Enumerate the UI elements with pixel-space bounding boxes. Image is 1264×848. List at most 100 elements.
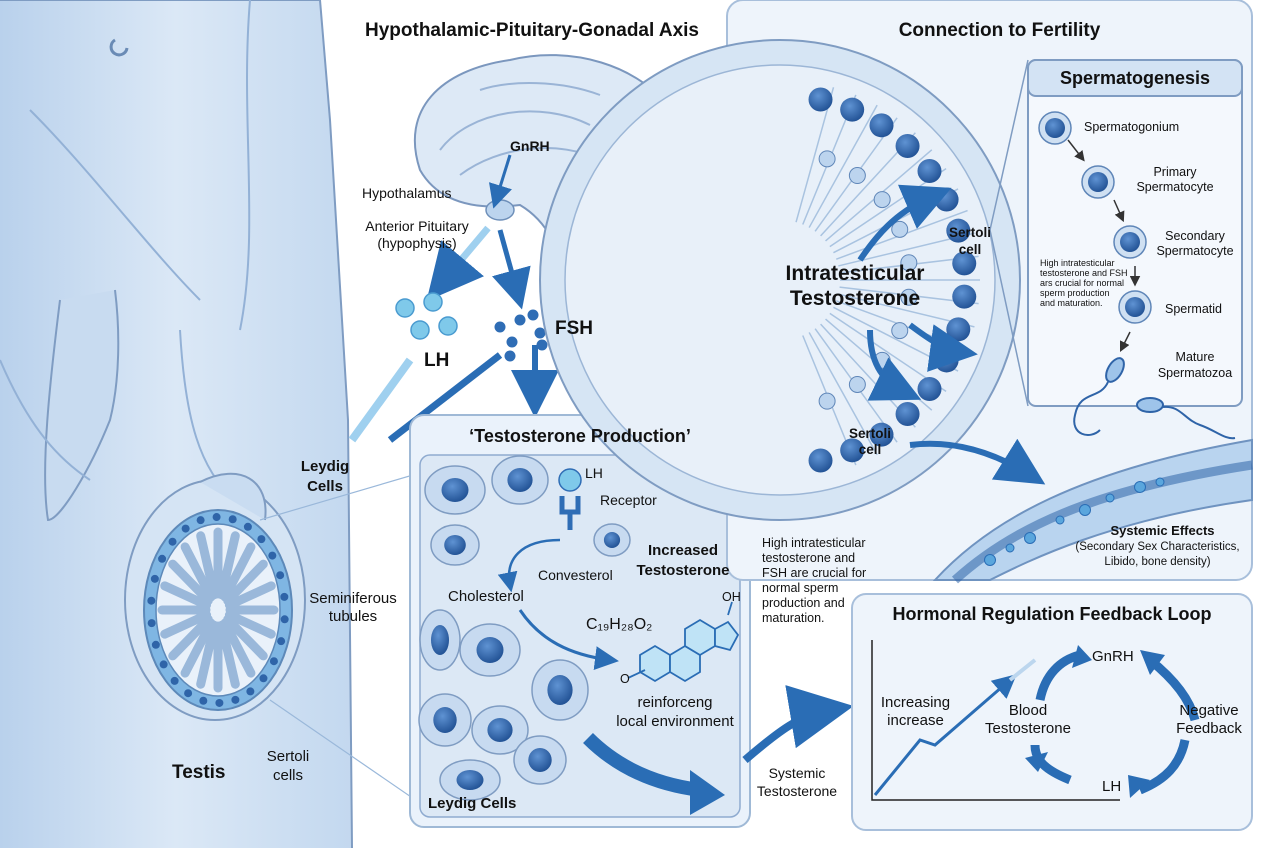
germ-cell-nucleus	[946, 218, 971, 243]
tubule-spoke	[180, 618, 216, 678]
gnrh-label: GnRH	[510, 138, 550, 154]
testis-cell-dot	[199, 696, 208, 705]
inset-note-5: and maturation.	[1040, 298, 1103, 308]
leydig-nucleus	[603, 532, 621, 548]
middle-note-3: FSH are crucial for	[762, 566, 867, 580]
lh-label: LH	[424, 350, 450, 371]
testis-cell-dot	[280, 592, 289, 601]
sertoli-cell-boundary	[795, 87, 835, 223]
sertoli-top-label-1: Sertoli	[948, 225, 991, 240]
systemic-effects-title: Systemic Effects	[1110, 523, 1215, 538]
leydig-cells-label-2: Cells	[307, 478, 343, 495]
sertoli-bottom-label-1: Sertoli	[848, 426, 891, 441]
tubule-spoke	[168, 614, 213, 661]
testosterone-molecule	[1024, 532, 1036, 544]
receptor-label: Receptor	[600, 492, 657, 508]
testosterone-formula: C₁₉H₂₈O₂	[586, 616, 653, 633]
tubule-spoke	[180, 542, 216, 602]
vessel-molecules	[984, 477, 1165, 566]
systemic-testosterone-label-1: Systemic	[768, 765, 826, 781]
inset-note-3: ars crucial for normal	[1040, 278, 1125, 288]
spermatid-cell	[818, 150, 836, 168]
fsh-particle	[536, 339, 548, 351]
reinforcing-label-1: reinforceng	[637, 694, 713, 711]
testis-cell-dot	[159, 660, 168, 669]
convesterol-label: Convesterol	[538, 567, 613, 583]
tubule-spoke	[223, 614, 268, 661]
fsh-label: FSH	[555, 318, 593, 339]
systemic-testosterone-label-2: Testosterone	[756, 783, 838, 799]
feedback-gnrh-label: GnRH	[1092, 648, 1134, 665]
spermatid-cell	[891, 322, 909, 340]
primary-spermatocyte-label-1: Primary	[1153, 165, 1197, 179]
fsh-particle	[506, 336, 518, 348]
spermatid-label: Spermatid	[1165, 302, 1222, 316]
tubule-spoke	[220, 542, 256, 602]
spermatogonium-label: Spermatogonium	[1084, 120, 1180, 134]
production-lh-label: LH	[585, 465, 603, 481]
germ-cell-nucleus	[808, 87, 833, 112]
stage-nucleus	[1125, 297, 1145, 317]
testis-cell-dot	[147, 596, 156, 605]
stage-nucleus	[1045, 118, 1065, 138]
lh-particle	[410, 320, 430, 340]
tubule-spoke	[217, 620, 240, 689]
spermatid-cell	[848, 375, 866, 393]
sertoli-cells-label-2: cells	[272, 767, 303, 784]
cholesterol-label: Cholesterol	[448, 588, 524, 605]
testis-cell-dot	[231, 695, 240, 704]
stage-nucleus	[1120, 232, 1140, 252]
fsh-particle	[527, 309, 539, 321]
testis-cell-dot	[243, 522, 252, 531]
systemic-effects-line-2: Libido, bone density)	[1104, 556, 1211, 568]
sertoli-cells-label-1: Sertoli	[266, 748, 310, 765]
secondary-spermatocyte-label-1: Secondary	[1165, 229, 1225, 243]
spermatid-cell	[900, 288, 918, 306]
testis-cell-dot	[259, 674, 268, 683]
leydig-nucleus	[441, 478, 469, 502]
leydig-nucleus	[444, 535, 466, 555]
germ-cell-nucleus	[808, 448, 833, 473]
fsh-particle	[504, 350, 516, 362]
testis-cell-dot	[215, 698, 224, 707]
testis-label: Testis	[172, 762, 226, 783]
leydig-cell-cluster	[418, 455, 631, 801]
testis-cell-dot	[280, 615, 289, 624]
spermatid-cell	[900, 254, 918, 272]
testosterone-molecule	[1079, 504, 1091, 516]
sertoli-cell-boundary	[808, 104, 878, 228]
lh-particle	[423, 292, 443, 312]
testis-cell-dot	[246, 687, 255, 696]
germ-cell-nucleus	[840, 97, 865, 122]
germ-cell-nucleus	[946, 317, 971, 342]
testis-cell-dot	[228, 515, 237, 524]
testosterone-molecule	[1105, 493, 1115, 503]
testis-cell-dot	[277, 637, 286, 646]
testis-cell-dot	[268, 551, 277, 560]
middle-note-2: testosterone and	[762, 551, 856, 565]
fertility-title: Connection to Fertility	[898, 20, 1101, 41]
sertoli-cell-boundary	[808, 332, 878, 456]
sertoli-top-label-2: cell	[958, 242, 982, 257]
testosterone-molecule	[1134, 481, 1146, 493]
negative-feedback-label-2: Feedback	[1176, 720, 1242, 737]
testis-cell-dot	[151, 640, 160, 649]
secondary-spermatocyte-label-2: Spermatocyte	[1156, 244, 1234, 258]
testis-cell-dot	[158, 554, 167, 563]
hpg-title: Hypothalamic-Pituitary-Gonadal Axis	[365, 20, 699, 41]
stage-nucleus	[1088, 172, 1108, 192]
spermatozoa	[1073, 357, 1236, 440]
steroid-structure	[639, 618, 740, 683]
oh-group-label: OH	[722, 590, 741, 604]
middle-note-6: maturation.	[762, 611, 825, 625]
middle-note-4: normal sperm	[762, 581, 839, 595]
hypothalamus-label: Hypothalamus	[362, 185, 452, 201]
leydig-nucleus	[528, 748, 552, 772]
leydig-nucleus	[433, 707, 457, 733]
inset-note-1: High intratesticular	[1040, 258, 1115, 268]
seminiferous-tubule-spokes	[147, 513, 289, 707]
leydig-nucleus	[456, 770, 484, 790]
germ-cell-nucleus	[869, 113, 894, 138]
